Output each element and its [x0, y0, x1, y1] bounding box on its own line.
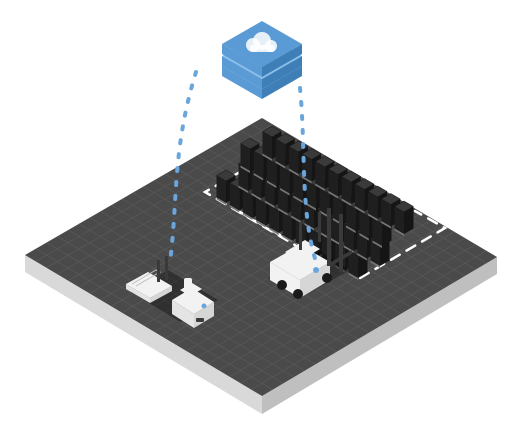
cloud-icon: [246, 32, 277, 52]
floor-grid-line: [251, 250, 487, 390]
forklift-sensor: [313, 267, 319, 273]
server-slab-side: [262, 44, 302, 77]
warehouse-floor: [25, 118, 497, 414]
floor-side-right: [262, 257, 497, 414]
floor-grid-line: [218, 231, 455, 371]
floor-grid-line: [207, 225, 444, 365]
floor-grid-line: [164, 173, 402, 315]
lane-marking: [358, 209, 448, 280]
tugger-vehicle: [126, 256, 218, 328]
floor-grid-line: [229, 237, 466, 378]
pallet-racks: [216, 125, 414, 280]
server-slab-side: [262, 56, 302, 89]
tugger-sensor: [201, 303, 207, 309]
floor-grid-line: [154, 180, 391, 321]
floor-grid-line: [240, 244, 476, 384]
lane-marking: [202, 170, 302, 250]
server-slab-side: [262, 66, 302, 99]
server-slab-side: [222, 44, 262, 77]
data-link-to-tugger: [168, 70, 198, 264]
pallet-box: [394, 200, 414, 236]
server-slab-side: [222, 56, 262, 89]
server-slab-side: [222, 66, 262, 99]
data-link-to-forklift: [298, 86, 318, 264]
floor-side-left: [25, 255, 262, 414]
data-link-dashes: [168, 70, 318, 264]
cloud-server-icon: [222, 21, 302, 99]
